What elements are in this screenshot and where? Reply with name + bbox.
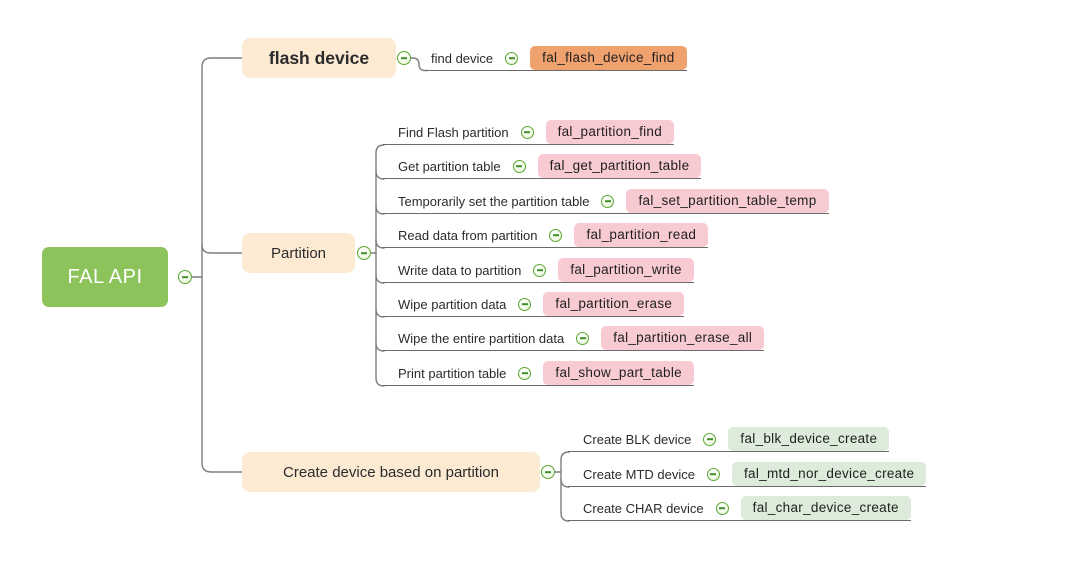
child-node-label[interactable]: Get partition table [398, 158, 501, 174]
collapse-icon[interactable] [549, 228, 563, 242]
root-node-fal-api[interactable]: FAL API [42, 247, 168, 307]
collapse-icon[interactable] [601, 194, 615, 208]
collapse-icon[interactable] [178, 270, 192, 284]
mindmap-child-row: Create CHAR device fal_char_device_creat… [568, 496, 911, 521]
collapse-icon[interactable] [533, 263, 547, 277]
collapse-icon[interactable] [518, 366, 532, 380]
child-node-label[interactable]: Write data to partition [398, 262, 522, 278]
child-node-label[interactable]: Create BLK device [583, 431, 692, 447]
collapse-icon[interactable] [512, 159, 526, 173]
api-function-node[interactable]: fal_mtd_nor_device_create [731, 462, 927, 486]
mindmap-child-row: Read data from partition fal_partition_r… [383, 223, 709, 248]
api-function-node[interactable]: fal_set_partition_table_temp [626, 189, 829, 213]
mindmap-child-row: Wipe the entire partition data fal_parti… [383, 326, 765, 351]
mindmap-child-row: Create BLK device fal_blk_device_create [568, 427, 890, 452]
child-node-label[interactable]: Find Flash partition [398, 124, 509, 140]
mindmap-child-row: Print partition table fal_show_part_tabl… [383, 361, 694, 386]
branch-node-create-device[interactable]: Create device based on partition [242, 452, 540, 492]
api-function-node[interactable]: fal_show_part_table [543, 361, 694, 385]
api-function-node[interactable]: fal_partition_erase [543, 292, 685, 316]
api-function-node[interactable]: fal_partition_write [558, 258, 694, 282]
branch-node-label: flash device [268, 47, 370, 68]
collapse-icon[interactable] [397, 51, 411, 65]
child-node-label[interactable]: Temporarily set the partition table [398, 193, 590, 209]
child-node-label[interactable]: Create CHAR device [583, 500, 704, 516]
mindmap-child-row: Temporarily set the partition table fal_… [383, 189, 829, 214]
collapse-icon[interactable] [576, 331, 590, 345]
collapse-icon[interactable] [357, 246, 371, 260]
api-function-node[interactable]: fal_blk_device_create [728, 427, 890, 451]
branch-node-partition[interactable]: Partition [242, 233, 355, 273]
mindmap-child-row: Wipe partition data fal_partition_erase [383, 292, 685, 317]
branch-node-flash-device[interactable]: flash device [242, 38, 396, 78]
collapse-icon[interactable] [505, 51, 519, 65]
collapse-icon[interactable] [715, 501, 729, 515]
collapse-icon[interactable] [703, 432, 717, 446]
child-node-label[interactable]: Wipe the entire partition data [398, 330, 565, 346]
branch-node-label: Create device based on partition [283, 463, 499, 481]
mindmap-child-row: Get partition table fal_get_partition_ta… [383, 154, 702, 179]
root-node-label: FAL API [67, 265, 143, 288]
child-node-label[interactable]: Wipe partition data [398, 296, 507, 312]
api-function-node[interactable]: fal_get_partition_table [537, 154, 702, 178]
child-node-label[interactable]: Create MTD device [583, 466, 695, 482]
child-node-label[interactable]: Read data from partition [398, 227, 538, 243]
collapse-icon[interactable] [541, 465, 555, 479]
child-node-label[interactable]: Print partition table [398, 365, 507, 381]
collapse-icon[interactable] [706, 467, 720, 481]
api-function-node[interactable]: fal_flash_device_find [530, 46, 687, 70]
api-function-node[interactable]: fal_partition_erase_all [601, 326, 765, 350]
collapse-icon[interactable] [518, 297, 532, 311]
mindmap-child-row: Create MTD device fal_mtd_nor_device_cre… [568, 462, 927, 487]
api-function-node[interactable]: fal_partition_find [545, 120, 675, 144]
mindmap-child-row: find device fal_flash_device_find [425, 46, 687, 71]
branch-node-label: Partition [270, 244, 327, 262]
collapse-icon[interactable] [520, 125, 534, 139]
api-function-node[interactable]: fal_partition_read [574, 223, 709, 247]
api-function-node[interactable]: fal_char_device_create [740, 496, 911, 520]
mindmap-child-row: Find Flash partition fal_partition_find [383, 120, 675, 145]
child-node-label[interactable]: find device [431, 50, 494, 66]
mindmap-child-row: Write data to partition fal_partition_wr… [383, 258, 694, 283]
